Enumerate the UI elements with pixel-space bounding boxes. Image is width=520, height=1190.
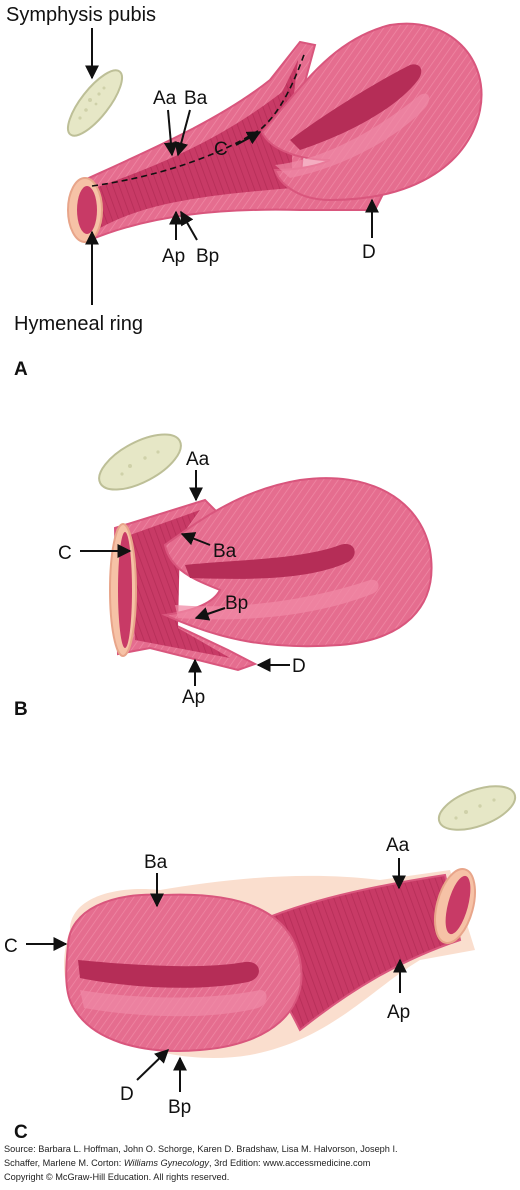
label-ba-c: Ba — [144, 852, 168, 873]
label-ap-c: Ap — [387, 1002, 410, 1023]
vagina-a — [67, 22, 483, 243]
panel-label-b: B — [14, 699, 28, 720]
panel-label-c: C — [14, 1122, 28, 1140]
footer-book-title: Williams Gynecology — [123, 1158, 210, 1168]
label-aa-a: Aa — [153, 88, 177, 109]
label-hymeneal-ring: Hymeneal ring — [14, 313, 143, 335]
symphysis-bone-b — [98, 433, 182, 491]
footer-line-2-pre: Schaffer, Marlene M. Corton: — [4, 1158, 124, 1168]
pelvic-organ-prolapse-diagram: Symphysis pubis Aa Ba C Ap Bp D Hymeneal… — [4, 4, 517, 1140]
footer-line-2-post: , 3rd Edition: www.accessmedicine.com — [209, 1158, 371, 1168]
panel-a: Symphysis pubis Aa Ba C Ap Bp D Hymeneal… — [6, 4, 483, 380]
d-arrow-c — [136, 1049, 170, 1081]
vagina-b — [109, 477, 433, 672]
source-footer: Source: Barbara L. Hoffman, John O. Scho… — [4, 1142, 516, 1184]
ba-arrow-b — [180, 532, 211, 546]
label-ap-b: Ap — [182, 687, 205, 708]
ba-arrow-a — [174, 109, 191, 157]
panel-c: Ba Aa C Ap D Bp C — [4, 785, 517, 1140]
footer-line-1: Source: Barbara L. Hoffman, John O. Scho… — [4, 1144, 398, 1154]
label-ba-a: Ba — [184, 88, 208, 109]
label-symphysis-pubis: Symphysis pubis — [6, 4, 156, 26]
footer-line-2: Schaffer, Marlene M. Corton: Williams Gy… — [4, 1156, 516, 1170]
c-arrow-a — [235, 131, 262, 146]
label-bp-b: Bp — [225, 593, 248, 614]
label-d-c: D — [120, 1084, 134, 1105]
label-c-b: C — [58, 543, 72, 564]
label-bp-a: Bp — [196, 246, 219, 267]
label-bp-c: Bp — [168, 1097, 191, 1118]
bp-arrow-b — [194, 607, 226, 621]
label-aa-b: Aa — [186, 449, 210, 470]
label-d-a: D — [362, 242, 376, 263]
panel-label-a: A — [14, 359, 28, 380]
symphysis-bone-a — [67, 69, 123, 137]
label-ba-b: Ba — [213, 541, 237, 562]
bp-arrow-a — [180, 210, 198, 241]
label-d-b: D — [292, 656, 306, 677]
label-ap-a: Ap — [162, 246, 185, 267]
panel-b: Aa C Ba Bp D Ap B — [14, 433, 433, 720]
vagina-c — [64, 868, 476, 1058]
symphysis-bone-c — [437, 785, 517, 831]
label-c-c: C — [4, 936, 18, 957]
label-aa-c: Aa — [386, 835, 410, 856]
footer-line-3: Copyright © McGraw-Hill Education. All r… — [4, 1172, 230, 1182]
label-c-a: C — [214, 139, 228, 160]
aa-arrow-a — [163, 109, 178, 157]
